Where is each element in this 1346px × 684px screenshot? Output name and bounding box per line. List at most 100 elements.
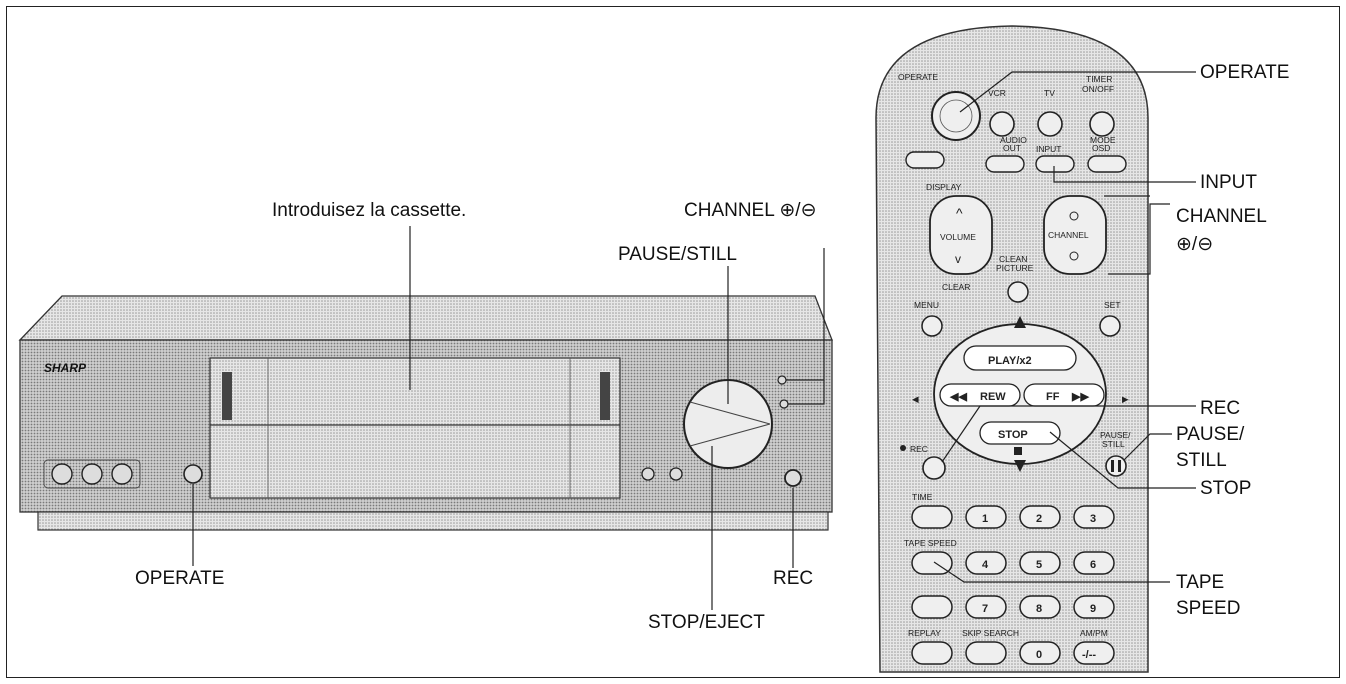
remote-key-2[interactable] bbox=[1019, 505, 1061, 529]
remote-pause-label-1: PAUSE/ bbox=[1100, 430, 1131, 440]
remote-pause-button[interactable] bbox=[1105, 455, 1127, 477]
remote-tape-speed-label: TAPE SPEED bbox=[904, 538, 957, 548]
remote-audio-label-1: AUDIO bbox=[1000, 135, 1027, 145]
remote-key-9-label: 9 bbox=[1090, 603, 1096, 615]
callout-stop-eject: STOP/EJECT bbox=[648, 612, 765, 633]
remote-key-2-label: 2 bbox=[1036, 513, 1042, 525]
pause-icon bbox=[1111, 460, 1114, 472]
remote-volume-label: VOLUME bbox=[940, 232, 976, 242]
callout-remote-channel-2: ⊕/⊖ bbox=[1176, 234, 1214, 255]
remote-tape-speed-button[interactable] bbox=[911, 551, 953, 575]
rewind-icon: ◀◀ bbox=[949, 391, 967, 403]
remote-key-6-label: 6 bbox=[1090, 559, 1096, 571]
remote-counter-button[interactable] bbox=[905, 151, 945, 169]
remote-set-label: SET bbox=[1104, 300, 1121, 310]
front-knob-3[interactable] bbox=[111, 463, 133, 485]
remote-input-button[interactable] bbox=[1035, 155, 1075, 173]
callout-remote-stop: STOP bbox=[1200, 478, 1252, 499]
remote-key-3-label: 3 bbox=[1090, 513, 1096, 525]
remote-time-label: TIME bbox=[912, 492, 933, 502]
vcr-unit: SHARP bbox=[18, 295, 833, 531]
remote-key-0-label: 0 bbox=[1036, 649, 1042, 661]
remote-display-label: DISPLAY bbox=[926, 182, 962, 192]
cassette-door bbox=[209, 357, 621, 499]
remote-key-1-label: 1 bbox=[982, 513, 988, 525]
remote-skip-search-button[interactable] bbox=[965, 641, 1007, 665]
vcr-operate-button[interactable] bbox=[183, 464, 203, 484]
remote-key-6[interactable] bbox=[1073, 551, 1115, 575]
remote-set-button[interactable] bbox=[1099, 315, 1121, 337]
remote-key-0[interactable] bbox=[1019, 641, 1061, 665]
remote-channel-label: CHANNEL bbox=[1048, 230, 1089, 240]
remote-rec-button[interactable] bbox=[922, 456, 946, 480]
remote-ff-button[interactable] bbox=[1023, 383, 1105, 407]
remote-key-1[interactable] bbox=[965, 505, 1007, 529]
vcr-channel-up[interactable] bbox=[777, 375, 787, 385]
remote-key-7-label: 7 bbox=[982, 603, 988, 615]
remote-rec-label: REC bbox=[910, 444, 928, 454]
remote-operate-button[interactable] bbox=[931, 91, 981, 141]
remote-clear-label: CLEAR bbox=[942, 282, 970, 292]
fast-forward-icon: ▶▶ bbox=[1071, 391, 1089, 403]
remote-vcr-button[interactable] bbox=[989, 111, 1015, 137]
remote-ampm-label: AM/PM bbox=[1080, 628, 1108, 638]
remote-stop-button[interactable] bbox=[979, 421, 1061, 445]
small-button-1[interactable] bbox=[641, 467, 655, 481]
remote-key-8-label: 8 bbox=[1036, 603, 1042, 615]
callout-operate: OPERATE bbox=[135, 568, 225, 589]
skip-back-icon: ◀ bbox=[912, 394, 919, 404]
callout-remote-rec: REC bbox=[1200, 398, 1241, 419]
remote-leader-lines bbox=[933, 71, 1196, 583]
remote-key-ampm-label: -/-- bbox=[1082, 649, 1096, 661]
callout-remote-tape-2: SPEED bbox=[1176, 598, 1241, 619]
remote-menu-button[interactable] bbox=[921, 315, 943, 337]
vcr-leader-lines bbox=[192, 226, 825, 610]
vcr-rec-button[interactable] bbox=[784, 469, 802, 487]
callout-remote-pause-1: PAUSE/ bbox=[1176, 424, 1245, 445]
remote-timer-label-2: ON/OFF bbox=[1082, 84, 1114, 94]
remote-stop-label: STOP bbox=[998, 429, 1028, 441]
remote-clean-picture-button[interactable] bbox=[1007, 281, 1029, 303]
small-button-2[interactable] bbox=[669, 467, 683, 481]
brand-logo: SHARP bbox=[44, 361, 87, 375]
stop-square-icon bbox=[1014, 447, 1022, 455]
remote-key-8[interactable] bbox=[1019, 595, 1061, 619]
remote-vcr-label: VCR bbox=[988, 88, 1006, 98]
remote-key-4[interactable] bbox=[965, 551, 1007, 575]
remote-time-button[interactable] bbox=[911, 505, 953, 529]
up-arrow-icon bbox=[1014, 316, 1026, 328]
remote-tv-button[interactable] bbox=[1037, 111, 1063, 137]
remote-replay-button[interactable] bbox=[911, 641, 953, 665]
remote-tv-label: TV bbox=[1044, 88, 1055, 98]
remote-skip-button[interactable] bbox=[911, 595, 953, 619]
vcr-top-surface bbox=[18, 295, 833, 341]
remote-channel-rocker[interactable] bbox=[1043, 195, 1107, 275]
front-knob-2[interactable] bbox=[81, 463, 103, 485]
remote-key-9[interactable] bbox=[1073, 595, 1115, 619]
callout-remote-input: INPUT bbox=[1200, 172, 1257, 193]
figure-frame bbox=[6, 6, 1340, 678]
channel-up-icon bbox=[1069, 211, 1079, 221]
vcr-channel-down[interactable] bbox=[779, 399, 789, 409]
remote-timer-button[interactable] bbox=[1089, 111, 1115, 137]
remote-menu-label: MENU bbox=[914, 300, 939, 310]
remote-replay-label: REPLAY bbox=[908, 628, 941, 638]
remote-volume-rocker[interactable] bbox=[929, 195, 993, 275]
vcr-base bbox=[37, 511, 829, 531]
remote-key-3[interactable] bbox=[1073, 505, 1115, 529]
front-knob-1[interactable] bbox=[51, 463, 73, 485]
callout-rec: REC bbox=[773, 568, 814, 589]
remote-mode-label-1: MODE bbox=[1090, 135, 1116, 145]
remote-key-5[interactable] bbox=[1019, 551, 1061, 575]
remote-key-ampm[interactable] bbox=[1073, 641, 1115, 665]
rec-dot-icon bbox=[900, 445, 906, 451]
remote-rew-label: REW bbox=[980, 391, 1006, 403]
remote-input-label: INPUT bbox=[1036, 144, 1062, 154]
remote-mode-button[interactable] bbox=[1087, 155, 1127, 173]
remote-clean-label-1: CLEAN bbox=[999, 254, 1027, 264]
remote-play-button[interactable] bbox=[963, 345, 1077, 371]
remote-key-7[interactable] bbox=[965, 595, 1007, 619]
remote-control: OPERATE VCR TV TIMER ON/OFF AUDIO OUT IN… bbox=[875, 25, 1149, 673]
remote-audio-button[interactable] bbox=[985, 155, 1025, 173]
